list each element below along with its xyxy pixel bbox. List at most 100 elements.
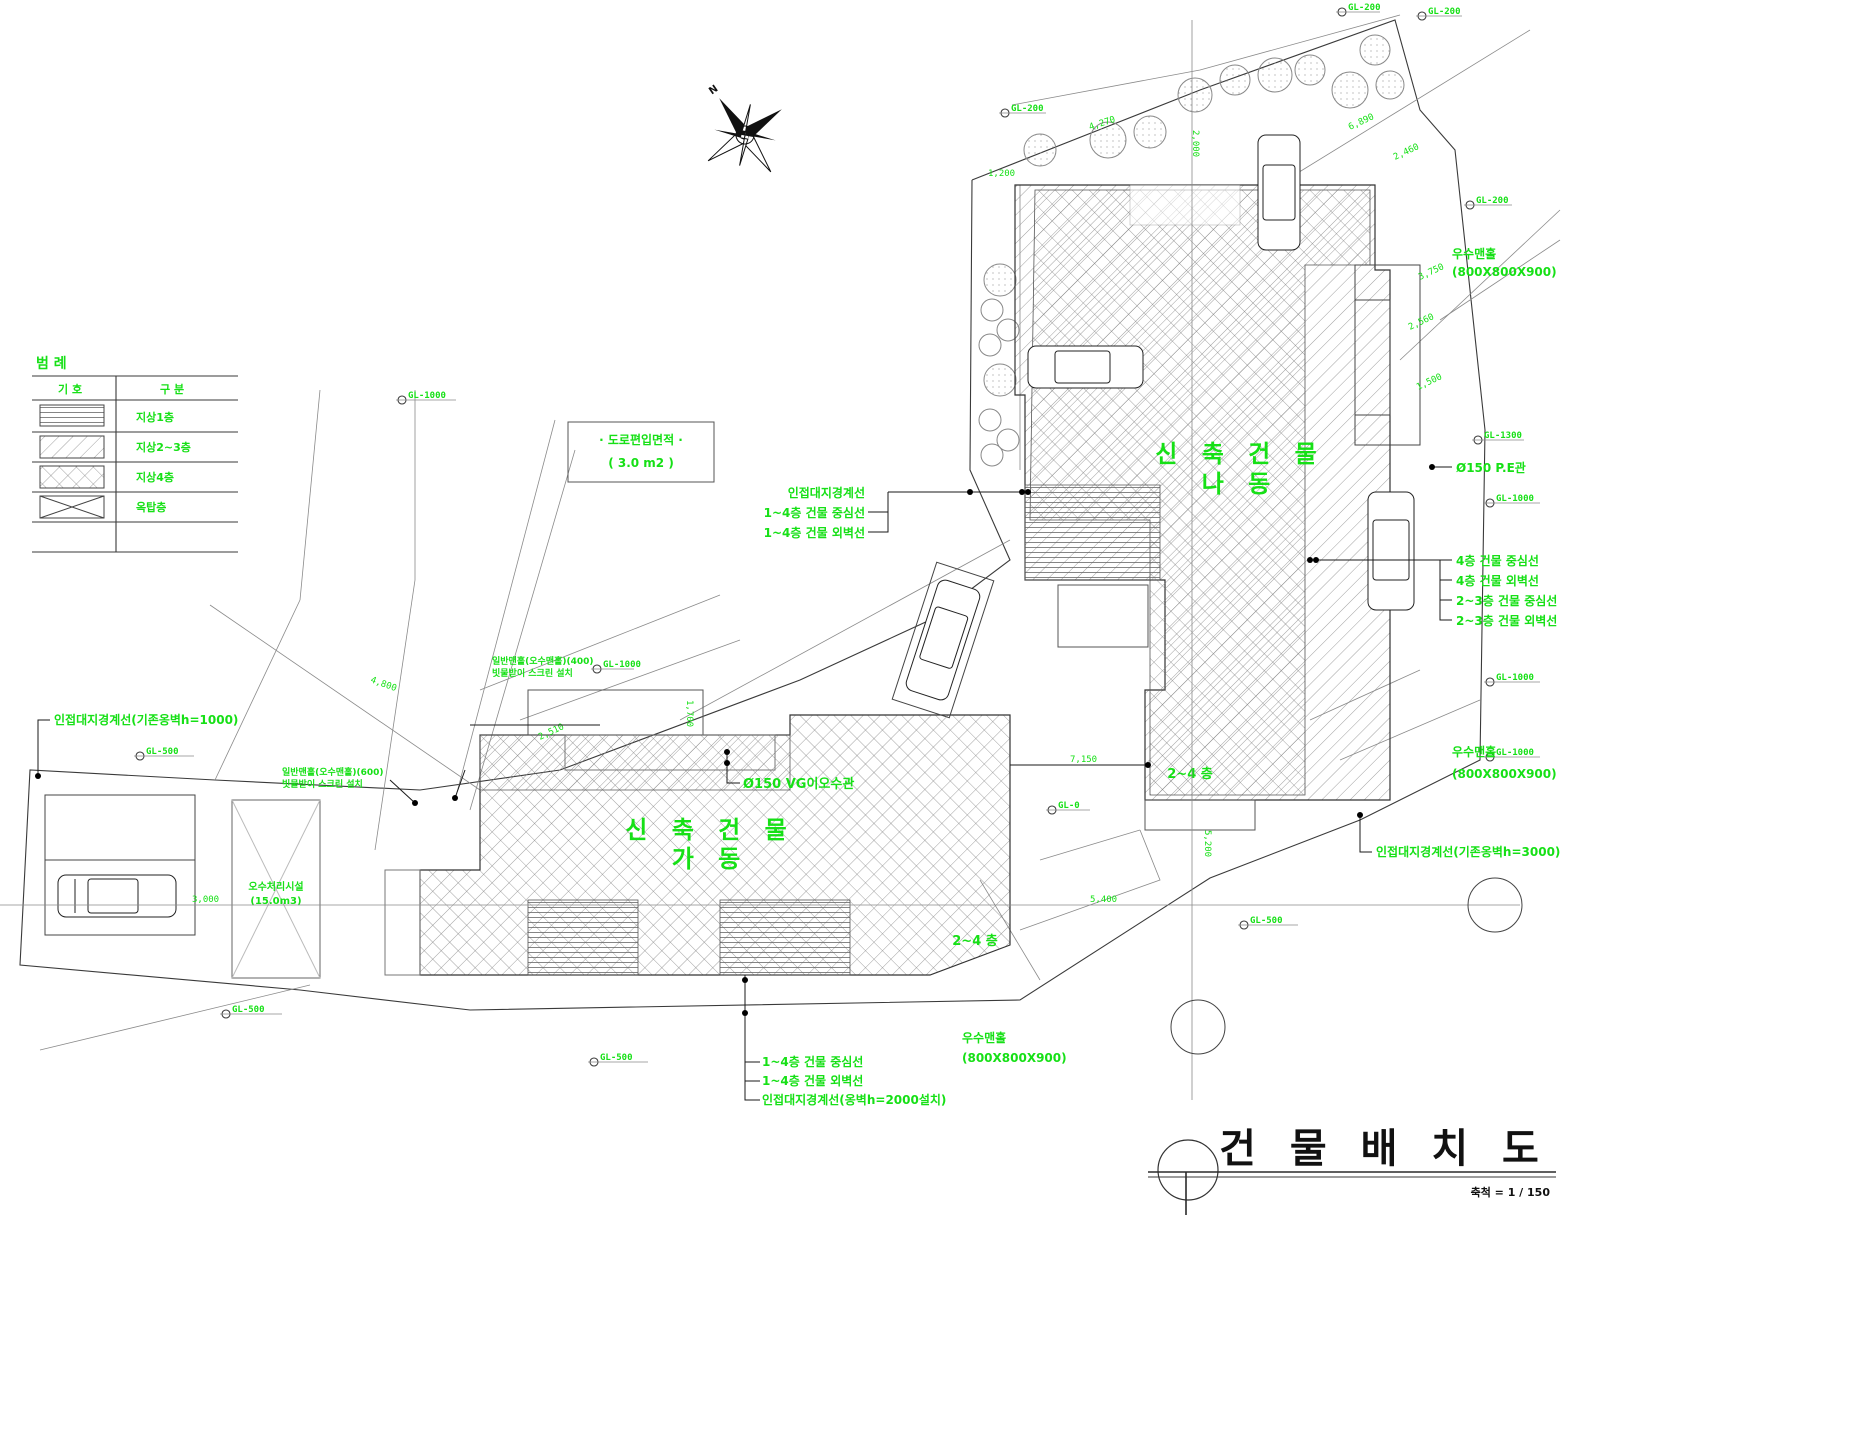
legend-swatch-floor4 xyxy=(39,465,105,489)
building-ga-name: 신 축 건 물 xyxy=(625,816,794,844)
callout-4f-wall: 4층 건물 외벽선 xyxy=(1456,573,1539,588)
north-compass-icon: N xyxy=(707,83,782,173)
callout-center-line: 1~4층 건물 중심선 xyxy=(764,505,865,520)
callout-manhole-bottom: 우수맨홀 xyxy=(962,1030,1006,1045)
svg-text:5,200: 5,200 xyxy=(1202,830,1212,857)
callout-texts: 인접대지경계선 1~4층 건물 중심선 1~4층 건물 외벽선 4층 건물 중심… xyxy=(54,246,1560,1107)
legend-swatch-floor1 xyxy=(39,404,105,427)
callout-manhole-bottom-size: (800X800X900) xyxy=(962,1051,1067,1065)
callout-manhole-right: 우수맨홀 xyxy=(1452,744,1496,759)
legend-col-symbol: 기 호 xyxy=(58,382,82,396)
callout-bottom-center: 1~4층 건물 중심선 xyxy=(762,1054,863,1069)
svg-text:GL-0: GL-0 xyxy=(1058,801,1080,811)
parking-car-top-icon xyxy=(1257,134,1301,251)
callout-bottom-wall: 1~4층 건물 외벽선 xyxy=(762,1073,863,1088)
building-na: 신 축 건 물 나 동 2~4 층 xyxy=(1014,184,1421,831)
svg-text:GL-500: GL-500 xyxy=(1250,916,1283,926)
callout-left-boundary: 인접대지경계선(기존옹벽h=1000) xyxy=(54,712,238,727)
gl-marker: GL-500 xyxy=(134,747,194,761)
gl-marker: GL-500 xyxy=(588,1053,648,1067)
svg-text:GL-1000: GL-1000 xyxy=(408,391,446,401)
drawing-scale: 축척 = 1 / 150 xyxy=(1471,1185,1551,1199)
svg-text:2,000: 2,000 xyxy=(1190,130,1200,157)
callout-23f-wall: 2~3층 건물 외벽선 xyxy=(1456,613,1557,628)
callout-note-b-2: 빗물받이 스크린 설치 xyxy=(282,778,363,790)
gl-marker: GL-1000 xyxy=(591,660,641,674)
legend-row-2: 지상2~3층 xyxy=(136,440,191,454)
axis-lines xyxy=(0,20,1523,1100)
title-block: 건 물 배 치 도 축척 = 1 / 150 xyxy=(1148,1126,1556,1215)
gl-marker: GL-1000 xyxy=(1484,673,1540,687)
callout-bottom-boundary: 인접대지경계선(옹벽h=2000설치) xyxy=(762,1092,946,1107)
svg-text:GL-200: GL-200 xyxy=(1011,104,1044,114)
axis-bubble-right xyxy=(1467,877,1523,933)
building-ga-unit: 가 동 xyxy=(672,845,749,873)
septic-volume: (15.0m3) xyxy=(250,896,301,907)
callout-manhole-top-size: (800X800X900) xyxy=(1452,265,1557,279)
callout-note-a-1: 일반맨홀(오수맨홀)(400) xyxy=(492,655,593,667)
callout-23f-center: 2~3층 건물 중심선 xyxy=(1456,593,1557,608)
road-area-label: · 도로편입면적 · xyxy=(599,432,683,447)
drawing-title: 건 물 배 치 도 xyxy=(1219,1126,1549,1172)
gl-marker: GL-1300 xyxy=(1472,431,1524,445)
title-symbol-icon xyxy=(1157,1139,1219,1201)
parking-car-left-icon xyxy=(44,794,196,936)
callout-outer-wall: 1~4층 건물 외벽선 xyxy=(764,525,865,540)
parking-car-diag-icon xyxy=(891,561,995,719)
svg-text:6,890: 6,890 xyxy=(1347,112,1376,133)
legend-row-4: 옥탑층 xyxy=(136,500,166,514)
svg-text:5,400: 5,400 xyxy=(1090,895,1117,905)
gl-marker: GL-1000 xyxy=(396,391,456,405)
svg-text:3,750: 3,750 xyxy=(1417,262,1446,283)
gl-marker: GL-1000 xyxy=(1484,494,1540,508)
callout-note-b-1: 일반맨홀(오수맨홀)(600) xyxy=(282,766,383,778)
svg-text:GL-200: GL-200 xyxy=(1476,196,1509,206)
callout-right-boundary: 인접대지경계선(기존옹벽h=3000) xyxy=(1376,844,1560,859)
svg-text:GL-200: GL-200 xyxy=(1348,3,1381,13)
parking-car-right-icon xyxy=(1367,491,1415,611)
svg-text:GL-1000: GL-1000 xyxy=(1496,673,1534,683)
svg-text:2,560: 2,560 xyxy=(1407,312,1436,333)
legend-swatch-rooftop xyxy=(39,495,105,519)
legend: 범 례 기 호 구 분 지상1층 지상2~3층 지상4층 옥탑층 xyxy=(32,356,238,553)
gl-markers: GL-200 GL-200 GL-200 GL-200 GL-1300 GL-1… xyxy=(134,3,1540,1067)
gl-marker: GL-200 xyxy=(1464,196,1512,210)
svg-text:1,500: 1,500 xyxy=(1415,372,1444,393)
gl-marker: GL-200 xyxy=(999,104,1046,118)
building-ga: 신 축 건 물 가 동 2~4 층 xyxy=(384,689,1011,976)
parking-car-mid-icon xyxy=(1027,345,1144,389)
septic-tank-box: 오수처리시설 (15.0m3) xyxy=(231,799,321,979)
gl-marker: GL-200 xyxy=(1416,7,1462,21)
callout-manhole-right-size: (800X800X900) xyxy=(1452,767,1557,781)
svg-text:GL-200: GL-200 xyxy=(1428,7,1461,17)
callout-pe-pipe: Ø150 P.E관 xyxy=(1456,460,1526,475)
callout-4f-center: 4층 건물 중심선 xyxy=(1456,553,1539,568)
road-area-value: ( 3.0 m2 ) xyxy=(608,456,674,470)
callout-leaders xyxy=(35,464,1452,1101)
svg-text:1,700: 1,700 xyxy=(684,700,694,727)
legend-row-1: 지상1층 xyxy=(136,410,174,424)
gl-marker: GL-200 xyxy=(1336,3,1381,17)
svg-text:3,000: 3,000 xyxy=(192,895,219,905)
legend-col-desc: 구 분 xyxy=(160,383,184,396)
septic-label: 오수처리시설 xyxy=(248,880,303,893)
building-na-unit: 나 동 xyxy=(1202,470,1279,498)
north-letter: N xyxy=(707,83,720,97)
svg-text:GL-500: GL-500 xyxy=(146,747,179,757)
gl-marker: GL-1000 xyxy=(1484,748,1540,762)
legend-row-3: 지상4층 xyxy=(136,470,174,484)
svg-text:GL-1000: GL-1000 xyxy=(1496,494,1534,504)
gl-marker: GL-500 xyxy=(1238,916,1298,930)
svg-text:2,460: 2,460 xyxy=(1392,142,1421,163)
svg-text:GL-500: GL-500 xyxy=(600,1053,633,1063)
building-ga-floors: 2~4 층 xyxy=(952,933,998,949)
svg-text:1,200: 1,200 xyxy=(988,169,1015,179)
svg-text:GL-1000: GL-1000 xyxy=(603,660,641,670)
building-na-name: 신 축 건 물 xyxy=(1155,440,1324,468)
callout-manhole-top: 우수맨홀 xyxy=(1452,246,1496,261)
building-na-floors: 2~4 층 xyxy=(1167,766,1213,782)
gl-marker: GL-0 xyxy=(1046,801,1090,815)
road-area-box: · 도로편입면적 · ( 3.0 m2 ) xyxy=(567,421,715,483)
svg-text:4,800: 4,800 xyxy=(369,675,398,694)
